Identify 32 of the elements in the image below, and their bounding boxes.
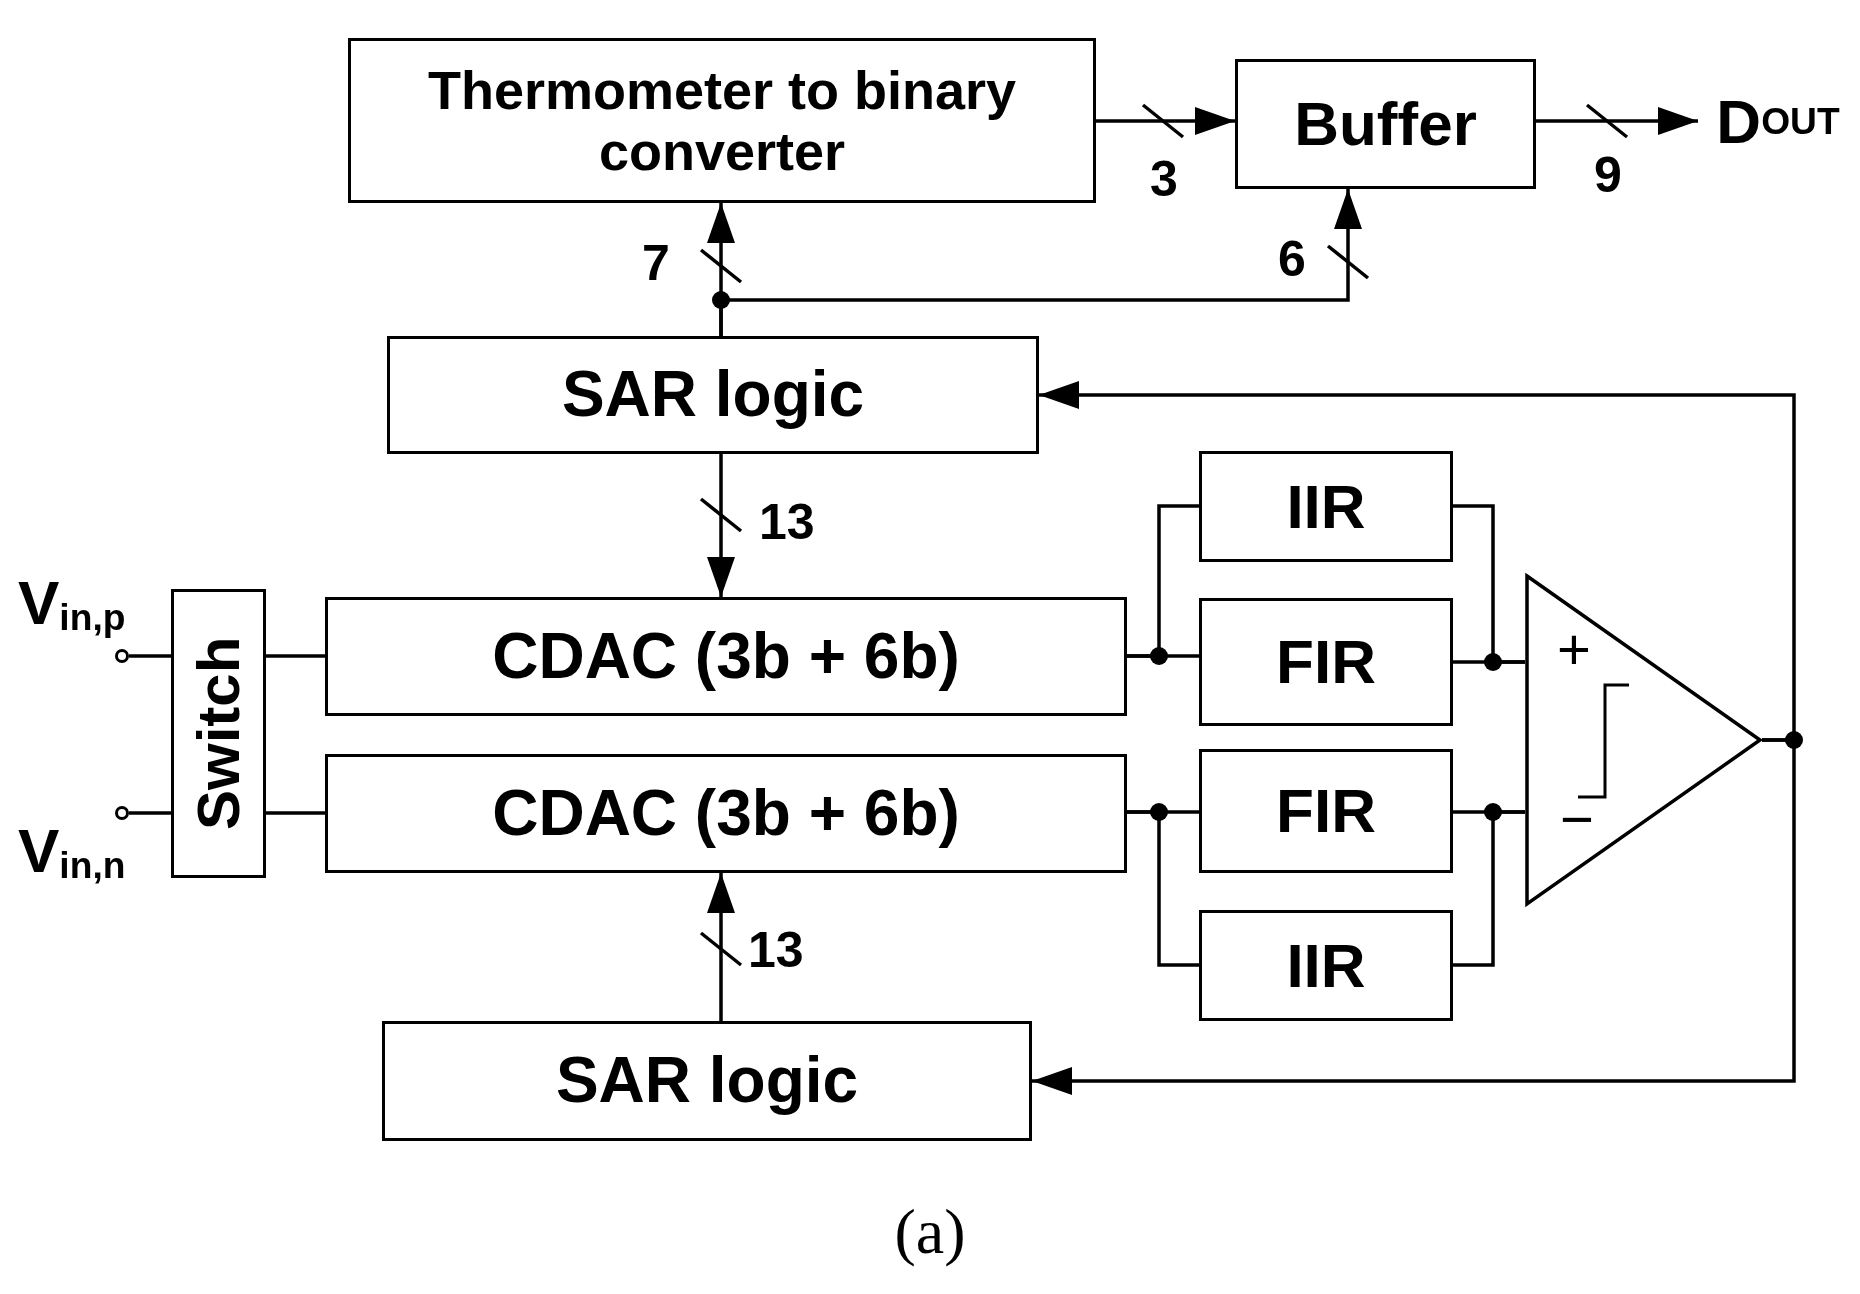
wire	[1453, 810, 1525, 967]
cdac-block: CDAC (3b + 6b)	[325, 597, 1127, 716]
iir-filter-block: IIR	[1199, 910, 1453, 1021]
wire	[129, 811, 171, 815]
buffer-block: Buffer	[1235, 59, 1536, 189]
switch-block: Switch	[171, 589, 266, 878]
arrow	[1032, 738, 1796, 1095]
wire	[266, 654, 325, 658]
cdac-block: CDAC (3b + 6b)	[325, 754, 1127, 873]
wire	[1453, 660, 1525, 664]
arrow	[1536, 107, 1698, 135]
sar-logic-block: SAR logic	[382, 1021, 1032, 1141]
iir-filter-block: IIR	[1199, 451, 1453, 562]
wire	[1127, 810, 1199, 967]
input-polarity-sign: +	[1557, 620, 1591, 678]
input-terminal	[115, 806, 129, 820]
fir-filter-block: FIR	[1199, 749, 1453, 873]
arrow	[719, 189, 1362, 336]
wire	[266, 811, 325, 815]
signal-name: V$_{in,n}$	[18, 820, 126, 884]
wire	[129, 654, 171, 658]
fir-filter-block: FIR	[1199, 598, 1453, 726]
arrow	[707, 454, 735, 597]
converter-block: Thermometer to binary converter	[348, 38, 1096, 203]
comparator-symbol	[1525, 574, 1762, 906]
wire	[1127, 654, 1199, 658]
input-polarity-sign: −	[1560, 790, 1594, 848]
arrow	[1096, 107, 1235, 135]
arrow	[707, 873, 735, 1021]
signal-name: V$_{in,p}$	[18, 572, 126, 636]
sar-logic-block: SAR logic	[387, 336, 1039, 454]
input-terminal	[115, 649, 129, 663]
